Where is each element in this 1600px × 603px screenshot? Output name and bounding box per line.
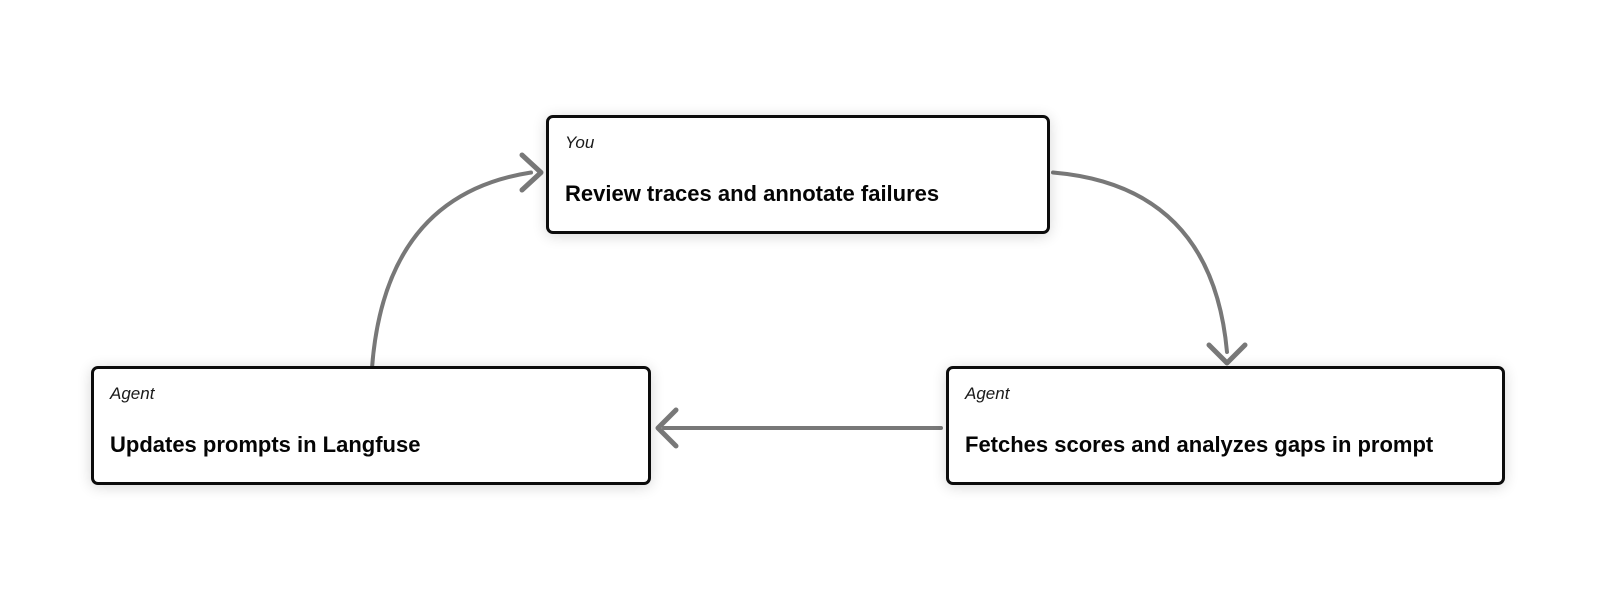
node-title: Updates prompts in Langfuse bbox=[110, 432, 421, 457]
node-actor-label: Agent bbox=[110, 384, 155, 403]
node-actor-label: Agent bbox=[965, 384, 1010, 403]
arrow-review-traces-to-fetch-scores bbox=[1051, 170, 1248, 366]
arrowhead-left-icon bbox=[655, 407, 679, 449]
arrowhead-down-icon bbox=[1206, 342, 1248, 366]
arrow-update-prompts-to-review-traces bbox=[370, 152, 544, 370]
arrow-fetch-scores-to-update-prompts bbox=[655, 407, 943, 449]
node-title: Fetches scores and analyzes gaps in prom… bbox=[965, 432, 1434, 457]
node-title: Review traces and annotate failures bbox=[565, 181, 940, 206]
node-review-traces: You Review traces and annotate failures bbox=[546, 115, 1050, 234]
node-actor-label: You bbox=[565, 133, 595, 152]
node-update-prompts: Agent Updates prompts in Langfuse bbox=[91, 366, 651, 485]
arrowhead-right-icon bbox=[519, 152, 544, 193]
node-fetch-scores: Agent Fetches scores and analyzes gaps i… bbox=[946, 366, 1505, 485]
